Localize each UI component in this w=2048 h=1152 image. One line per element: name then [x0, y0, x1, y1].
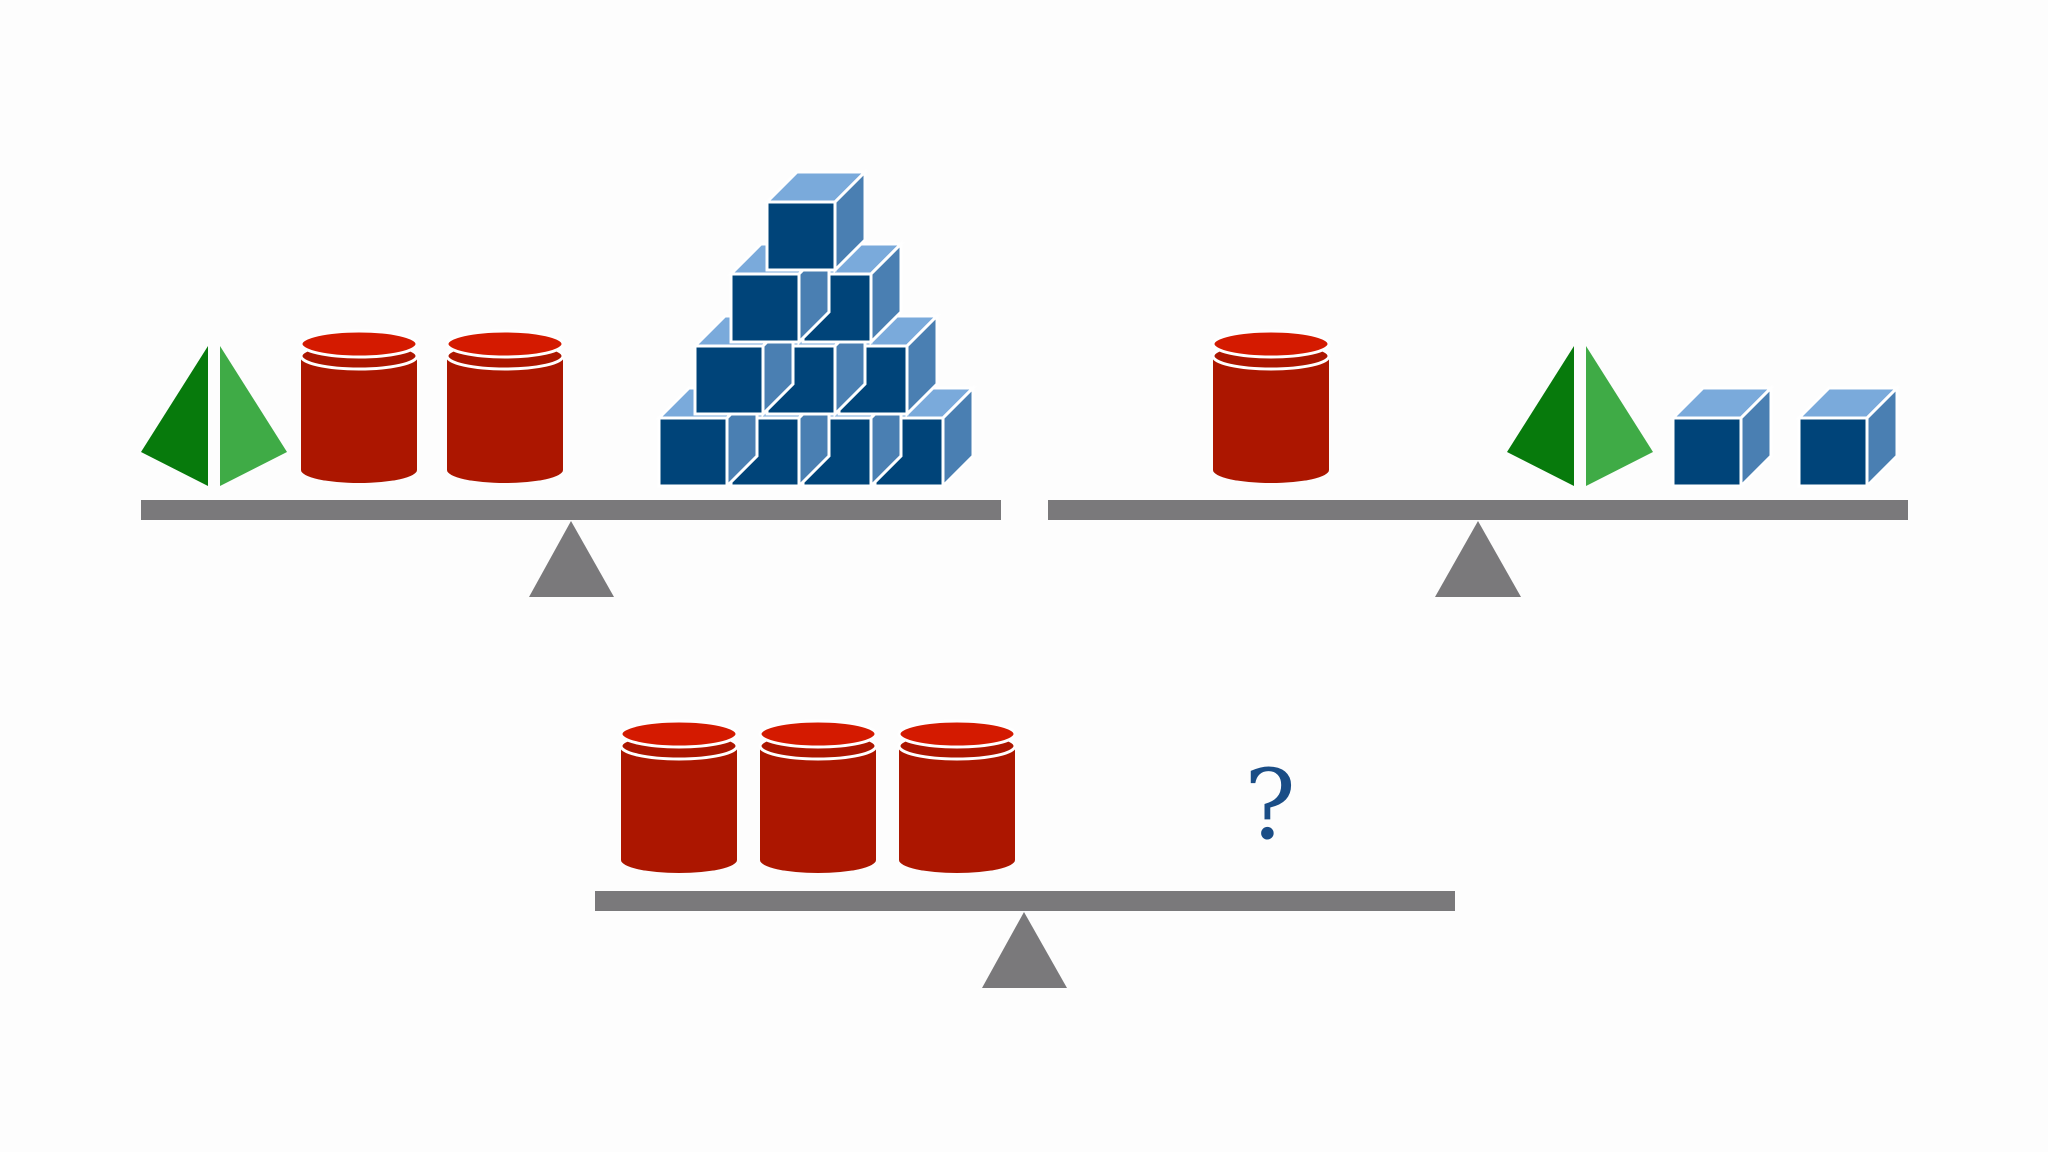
pyramid-weight	[1507, 346, 1653, 486]
unknown-question-mark: ?	[1244, 749, 1295, 861]
balance-beam	[141, 500, 1001, 520]
cylinder-weight	[445, 329, 565, 483]
scale-top-right	[1048, 329, 1908, 597]
balance-beam	[1048, 500, 1908, 520]
cube-weight	[1795, 384, 1901, 490]
fulcrum-triangle	[1435, 521, 1521, 597]
cube-weight	[1669, 384, 1775, 490]
cylinder-weight	[1211, 329, 1331, 483]
balance-beam	[595, 891, 1455, 911]
scale-bottom: ?	[595, 719, 1455, 988]
fulcrum-triangle	[982, 912, 1067, 988]
cylinder-weight	[897, 719, 1017, 873]
scale-top-left	[141, 168, 1001, 597]
cube-weight	[763, 168, 869, 274]
cylinder-weight	[619, 719, 739, 873]
pyramid-weight	[141, 346, 287, 486]
cylinder-weight	[758, 719, 878, 873]
fulcrum-triangle	[529, 521, 614, 597]
cylinder-weight	[299, 329, 419, 483]
